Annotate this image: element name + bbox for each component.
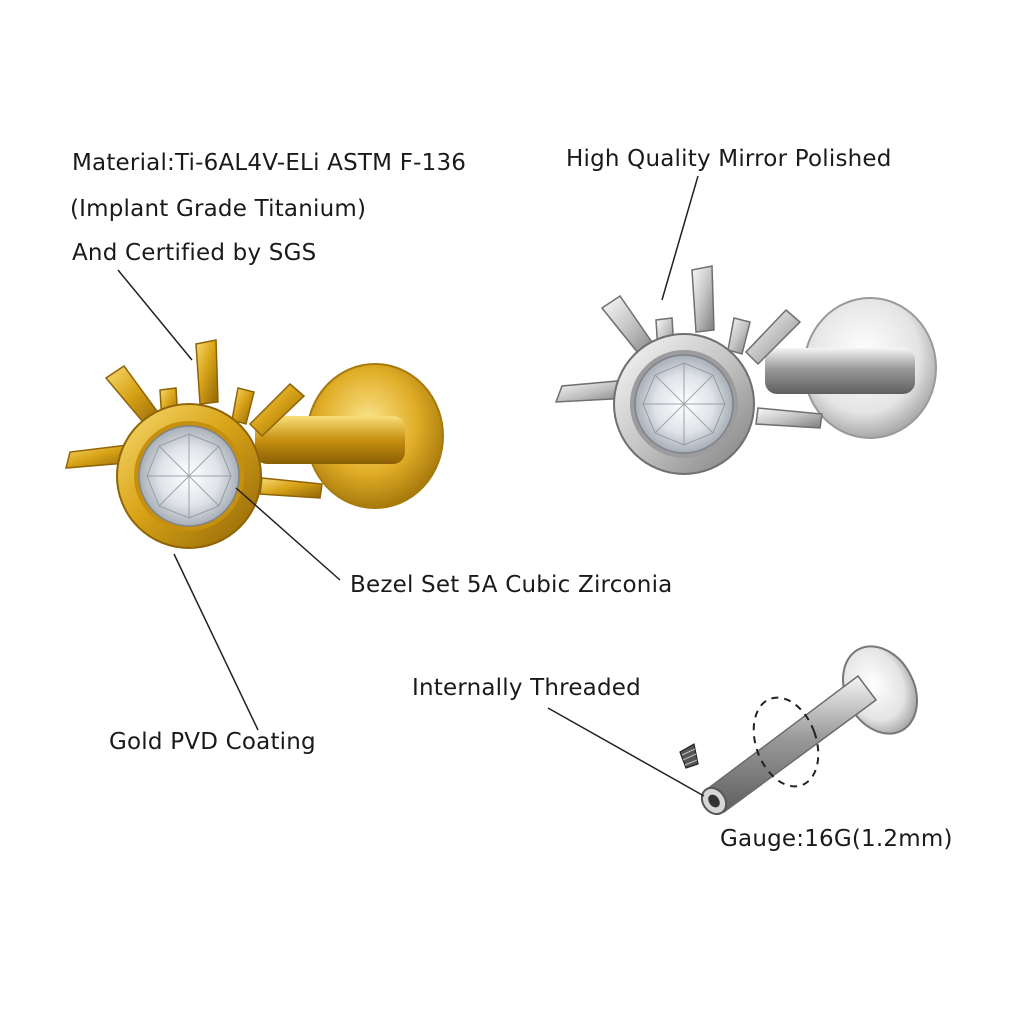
thread-highlight-ring bbox=[752, 696, 820, 788]
gold-earring bbox=[65, 339, 444, 549]
labret-post bbox=[700, 645, 918, 816]
gauge-label: Gauge:16G(1.2mm) bbox=[720, 826, 953, 852]
gold-bar bbox=[255, 416, 405, 464]
polish-label: High Quality Mirror Polished bbox=[566, 146, 892, 172]
leader-polish bbox=[661, 175, 699, 301]
silver-earring bbox=[554, 265, 937, 475]
leader-stone bbox=[235, 487, 341, 581]
leader-material bbox=[117, 269, 193, 361]
silver-sun-rays bbox=[554, 265, 823, 429]
coating-label: Gold PVD Coating bbox=[109, 729, 316, 755]
leader-lines bbox=[117, 175, 705, 797]
leader-threading bbox=[547, 707, 705, 797]
leader-coating bbox=[173, 553, 259, 731]
threading-label: Internally Threaded bbox=[412, 675, 641, 701]
material-label-line2: (Implant Grade Titanium) bbox=[70, 196, 367, 222]
silver-bar bbox=[765, 348, 915, 394]
material-label-line3: And Certified by SGS bbox=[72, 240, 317, 266]
threaded-screw bbox=[679, 743, 699, 769]
stone-label: Bezel Set 5A Cubic Zirconia bbox=[350, 572, 673, 598]
material-label-line1: Material:Ti-6AL4V-ELi ASTM F-136 bbox=[72, 150, 467, 176]
